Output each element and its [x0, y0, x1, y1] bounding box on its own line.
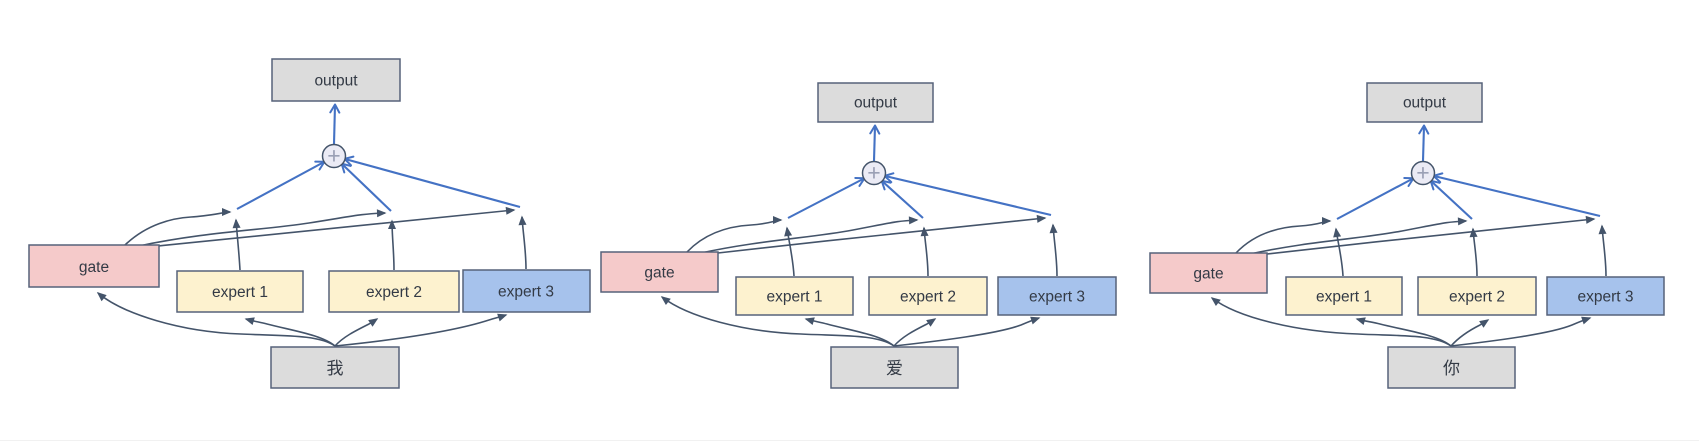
weighted-expert-3-arrow [883, 172, 1052, 217]
weighted-expert-2-arrow [880, 179, 924, 219]
gate-label: gate [644, 265, 674, 282]
token-to-expert-1-arrow [804, 317, 895, 347]
token-box [830, 346, 959, 389]
gate-box [600, 251, 719, 293]
gate-weight-arrow-2 [1249, 217, 1468, 255]
sum-node [321, 143, 347, 169]
gate-weight-arrow-3 [148, 206, 516, 248]
token-to-expert-2-arrow [334, 318, 379, 347]
sum-node [861, 160, 887, 186]
expert-2-label: expert 2 [1449, 289, 1505, 306]
output-label: output [1403, 95, 1447, 112]
moe-panel-3: output + gate expert 1 expert 2 expert 3… [1145, 0, 1699, 447]
token-to-expert-3-arrow [334, 313, 508, 347]
expert-1-box [735, 276, 854, 316]
expert-3-output-arrow [1049, 223, 1058, 277]
expert-2-box [1417, 276, 1537, 316]
token-to-expert-2-arrow [1450, 319, 1490, 347]
token-label: 爱 [886, 359, 903, 378]
token-to-expert-1-arrow [244, 317, 336, 347]
gate-label: gate [79, 259, 109, 276]
moe-panel-3-svg: output + gate expert 1 expert 2 expert 3… [1149, 82, 1665, 389]
expert-1-box [1285, 276, 1403, 316]
plus-icon: + [867, 160, 880, 186]
plus-icon: + [1416, 160, 1429, 186]
expert-2-label: expert 2 [900, 289, 956, 306]
weighted-expert-1-arrow [1336, 177, 1415, 220]
token-box [270, 346, 400, 389]
output-box [1366, 82, 1483, 123]
page-bottom-rule [0, 440, 1699, 441]
expert-1-label: expert 1 [1316, 289, 1372, 306]
expert-1-output-arrow [784, 226, 795, 277]
weighted-expert-3-arrow [1432, 172, 1601, 218]
token-to-gate-arrow [1210, 297, 1452, 347]
sum-to-output-arrow [1418, 124, 1430, 162]
moe-panel-1: output + gate expert 1 expert 2 expert 3… [24, 0, 599, 447]
expert-2-output-arrow [388, 219, 397, 271]
sum-node [1410, 160, 1436, 186]
weighted-expert-2-arrow [1429, 179, 1473, 220]
gate-weight-arrow-3 [1257, 215, 1596, 256]
weighted-expert-1-arrow [236, 160, 326, 210]
expert-2-label: expert 2 [366, 284, 422, 301]
expert-3-label: expert 3 [498, 284, 554, 301]
token-to-gate-arrow [660, 296, 895, 347]
expert-2-box [868, 276, 988, 316]
expert-2-output-arrow [920, 226, 929, 277]
sum-to-output-arrow [869, 124, 881, 162]
gate-weight-arrow-1 [124, 208, 232, 246]
expert-2-output-arrow [1469, 227, 1478, 277]
gate-weight-arrow-3 [708, 214, 1047, 255]
sum-to-output-arrow [329, 103, 341, 145]
moe-panel-1-svg: output + gate expert 1 expert 2 expert 3… [28, 58, 591, 389]
expert-3-box [462, 269, 591, 313]
weighted-expert-1-arrow [787, 176, 866, 219]
expert-1-label: expert 1 [212, 284, 268, 301]
gate-weight-arrow-1 [686, 216, 783, 253]
moe-panel-2-svg: output + gate expert 1 expert 2 expert 3… [600, 82, 1117, 389]
expert-1-box [176, 270, 304, 313]
gate-label: gate [1193, 266, 1223, 283]
token-to-expert-3-arrow [1450, 316, 1592, 347]
token-to-expert-2-arrow [893, 318, 937, 347]
gate-weight-arrow-2 [138, 209, 387, 247]
gate-box [1149, 252, 1268, 294]
plus-icon: + [327, 143, 340, 169]
expert-3-label: expert 3 [1029, 289, 1085, 306]
expert-3-box [1546, 276, 1665, 316]
output-box [817, 82, 934, 123]
expert-3-output-arrow [518, 215, 527, 270]
token-to-expert-1-arrow [1355, 317, 1452, 347]
expert-3-output-arrow [1598, 224, 1607, 277]
expert-3-label: expert 3 [1577, 289, 1633, 306]
expert-3-box [997, 276, 1117, 316]
expert-2-box [328, 270, 460, 313]
token-to-expert-3-arrow [893, 316, 1041, 347]
token-box [1387, 346, 1516, 389]
token-label: 你 [1443, 359, 1460, 378]
output-label: output [854, 95, 898, 112]
weighted-expert-3-arrow [343, 155, 521, 209]
token-label: 我 [327, 359, 344, 378]
gate-weight-arrow-2 [700, 216, 919, 254]
weighted-expert-2-arrow [340, 162, 392, 212]
gate-weight-arrow-1 [1235, 217, 1332, 254]
output-box [271, 58, 401, 102]
gate-box [28, 244, 160, 288]
expert-1-output-arrow [1333, 227, 1344, 277]
expert-1-output-arrow [232, 218, 241, 271]
output-label: output [314, 73, 358, 90]
token-to-gate-arrow [96, 292, 336, 347]
moe-panel-2: output + gate expert 1 expert 2 expert 3… [596, 0, 1171, 447]
expert-1-label: expert 1 [766, 289, 822, 306]
